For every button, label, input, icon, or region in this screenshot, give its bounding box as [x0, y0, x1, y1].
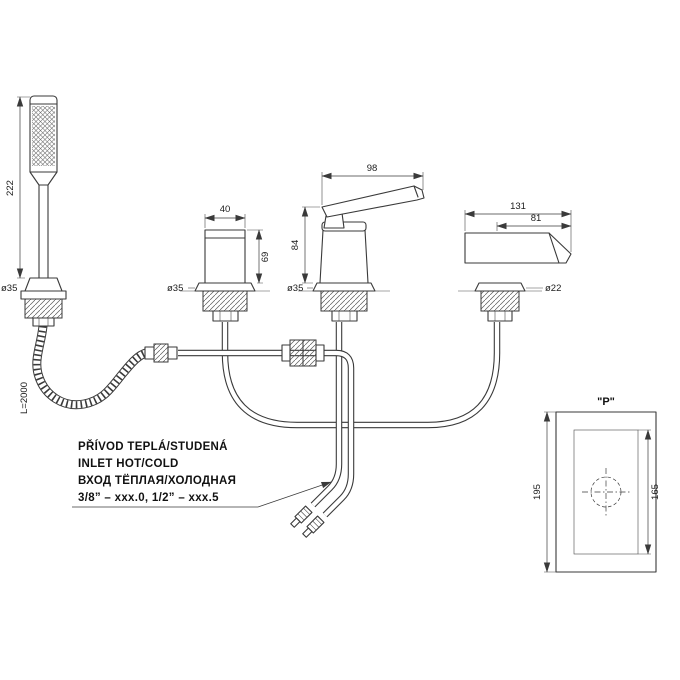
- plan-view-label: "P": [597, 396, 615, 408]
- dim-label-handshower-dia: ø35: [1, 283, 17, 294]
- dim-label: 84: [290, 240, 301, 251]
- dimension-spout-reach: 81: [496, 213, 572, 231]
- note-line-cz: PŘÍVOD TEPLÁ/STUDENÁ: [78, 440, 228, 453]
- dim-label: ø35: [167, 283, 183, 294]
- dimension-mixer-dia: ø35: [287, 283, 313, 294]
- column-escutcheon: [194, 282, 256, 292]
- dimension-handshower-length: 222: [5, 96, 30, 279]
- dim-label: 195: [532, 484, 543, 500]
- mixer-body: [319, 229, 369, 284]
- supply-connector-left: [290, 505, 313, 528]
- dim-label: ø35: [287, 283, 303, 294]
- hand-shower-taper: [29, 171, 58, 186]
- hand-shower-holder-flange: [24, 277, 63, 292]
- inlet-notes: PŘÍVOD TEPLÁ/STUDENÁ INLET HOT/COLD ВХОД…: [72, 440, 332, 508]
- dim-label: 222: [5, 180, 16, 196]
- hand-shower-deck-plate: [20, 290, 67, 300]
- mixer-nut: [331, 310, 358, 322]
- dim-label: 40: [220, 204, 231, 215]
- spout-body: [464, 232, 572, 264]
- pipe-coupling: [281, 339, 325, 367]
- plan-centerlines: [582, 468, 630, 516]
- mixer-deck-section: [320, 290, 368, 312]
- dimension-column-height: 69: [247, 229, 271, 284]
- column-deck-section: [202, 290, 248, 312]
- note-line-en: INLET HOT/COLD: [78, 458, 179, 470]
- dimension-spout-dia: ø22: [526, 283, 561, 294]
- mixer-lever: [321, 185, 425, 218]
- hand-shower-nut: [32, 317, 55, 327]
- mixer-escutcheon: [312, 282, 376, 292]
- dim-label: 81: [531, 213, 542, 224]
- dim-label: 131: [510, 201, 526, 212]
- plan-inner-rect: [573, 429, 639, 555]
- plan-outer-rect: [555, 411, 657, 573]
- note-line-ru: ВХОД ТЁПЛАЯ/ХОЛОДНАЯ: [78, 474, 236, 487]
- dim-label: ø22: [545, 283, 561, 294]
- hand-shower-grip-texture: [32, 106, 55, 166]
- dimension-plan-inner: 165: [638, 429, 661, 555]
- pipe-run-hose-to-mixer: [178, 349, 355, 518]
- plan-view: "P" 195 165: [532, 396, 661, 573]
- dim-label: 165: [650, 484, 661, 500]
- supply-connector-right: [302, 515, 325, 538]
- dimension-mixer-height: 84: [290, 206, 320, 284]
- dim-label: 98: [367, 163, 378, 174]
- dimension-column-dia: ø35: [167, 283, 195, 294]
- pipe-run-spout: [221, 322, 501, 429]
- column-nut: [212, 310, 239, 322]
- column-fixture: [180, 229, 270, 322]
- spout-fixture: [458, 232, 572, 322]
- hand-shower: [20, 95, 67, 327]
- hose-union-fitting: [144, 343, 178, 363]
- flexible-hose: [32, 325, 148, 410]
- dimension-plan-outer: 195: [532, 411, 556, 573]
- hand-shower-deck-section: [24, 298, 63, 319]
- dimension-spout-length: 131: [464, 201, 572, 252]
- dim-label-hose-length: L=2000: [19, 382, 30, 414]
- dim-label: 69: [260, 252, 271, 263]
- spout-escutcheon: [474, 282, 526, 292]
- spout-deck-section: [480, 290, 520, 312]
- hand-shower-stem: [38, 184, 49, 279]
- mixer-fixture: [298, 185, 425, 322]
- spout-nut: [487, 310, 513, 322]
- note-leader-arrow: [257, 481, 332, 508]
- plan-hole-circle: [590, 476, 622, 508]
- dimension-mixer-width: 98: [321, 163, 424, 205]
- note-line-thread: 3/8” – xxx.0, 1/2” – xxx.5: [78, 492, 219, 504]
- dimension-column-width: 40: [204, 204, 246, 228]
